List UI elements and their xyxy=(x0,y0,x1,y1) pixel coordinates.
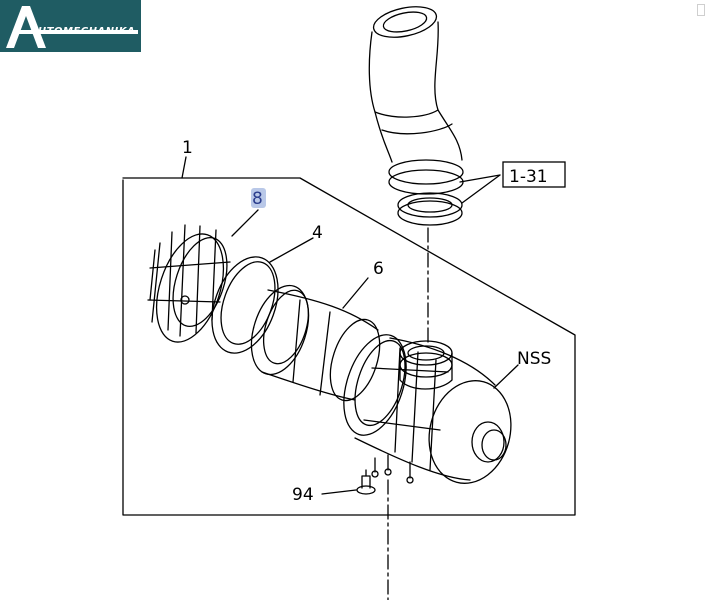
callout-4: 4 xyxy=(312,223,323,243)
leader-line xyxy=(269,237,314,263)
callout-highlight xyxy=(251,188,266,208)
corner-marker xyxy=(697,4,705,16)
leader-line xyxy=(321,489,357,495)
leader-line xyxy=(342,277,369,309)
end-cap xyxy=(147,224,231,343)
leader-line xyxy=(181,156,187,179)
leader-line xyxy=(493,364,519,389)
filter-element xyxy=(250,284,381,402)
callout-94: 94 xyxy=(292,485,314,505)
intake-hose xyxy=(368,6,464,195)
logo-text: UTOMECHANIKA xyxy=(38,26,136,37)
callout-6: 6 xyxy=(373,259,384,279)
callout-box-1-31 xyxy=(502,161,566,188)
leader-line xyxy=(231,209,259,237)
leader-line xyxy=(459,174,501,183)
hose-clamp-ring xyxy=(397,192,463,226)
callout-8[interactable]: 8 xyxy=(252,189,263,209)
assembly-boundary xyxy=(122,177,576,516)
callout-1-31: 1-31 xyxy=(509,167,548,187)
air-cleaner-housing xyxy=(343,334,512,484)
brand-logo[interactable]: UTOMECHANIKA xyxy=(0,0,141,52)
logo-a-icon xyxy=(6,6,138,48)
gasket-ring xyxy=(211,256,279,354)
mounting-bolt xyxy=(356,469,376,495)
callout-nss: NSS xyxy=(517,349,551,369)
leader-line xyxy=(461,174,501,204)
callout-1: 1 xyxy=(182,138,193,158)
